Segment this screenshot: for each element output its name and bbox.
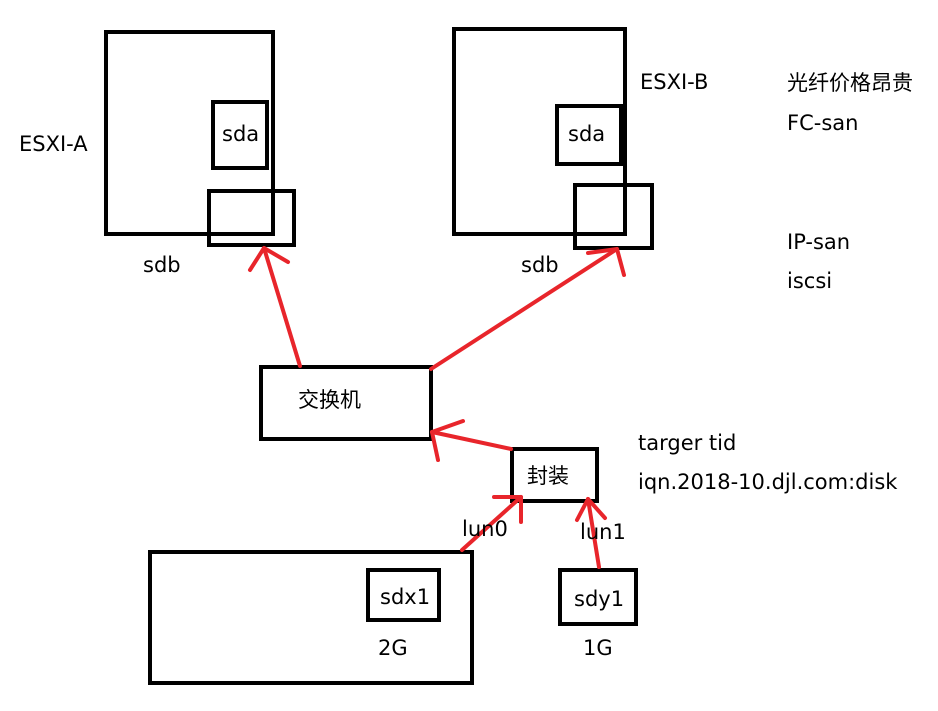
ip-note-line1: IP-san xyxy=(787,230,851,254)
sdx1-label: sdx1 xyxy=(380,585,431,609)
arrowhead-lun1 xyxy=(575,497,607,522)
arrow-lun0 xyxy=(460,495,523,552)
lun1-label: lun1 xyxy=(580,520,626,544)
arrowhead-lun0 xyxy=(492,495,523,524)
sdx1-box xyxy=(366,568,441,622)
esxi-b-host-box xyxy=(452,27,627,236)
esxi-b-sdb-label: sdb xyxy=(521,253,559,277)
switch-box xyxy=(259,365,433,441)
esxi-b-sdb-box xyxy=(573,183,654,250)
esxi-a-sda-box xyxy=(211,100,269,170)
esxi-a-sda-label: sda xyxy=(222,122,260,146)
disk1-box xyxy=(148,550,474,685)
switch-label: 交换机 xyxy=(298,388,361,412)
arrow-encap-to-switch xyxy=(430,430,513,451)
arrowhead-esxi-b xyxy=(586,247,626,277)
encapsulation-box xyxy=(510,447,599,503)
disk2-size-label: 1G xyxy=(583,636,613,660)
lun0-label: lun0 xyxy=(462,517,508,541)
esxi-a-sdb-label: sdb xyxy=(143,253,181,277)
esxi-b-sda-box xyxy=(555,104,623,166)
esxi-b-sda-label: sda xyxy=(568,122,606,146)
sdy1-box xyxy=(558,568,638,626)
arrow-lun1 xyxy=(586,497,601,569)
esxi-a-sdb-box xyxy=(207,189,296,247)
arrowhead-esxi-a xyxy=(248,246,290,272)
esxi-a-host-box xyxy=(104,30,275,236)
sdy1-label: sdy1 xyxy=(574,587,625,611)
arrow-switch-to-esxi-b xyxy=(429,247,619,371)
fc-note-line1: 光纤价格昂贵 xyxy=(787,71,913,95)
target-line2: iqn.2018-10.djl.com:disk xyxy=(638,470,898,494)
encapsulation-label: 封装 xyxy=(527,464,569,488)
arrowhead-switch xyxy=(430,419,465,462)
esxi-b-label: ESXI-B xyxy=(640,70,709,94)
ip-note-line2: iscsi xyxy=(787,269,833,293)
disk1-size-label: 2G xyxy=(378,636,408,660)
fc-note-line2: FC-san xyxy=(787,111,859,135)
arrow-switch-to-esxi-a xyxy=(262,246,302,368)
target-line1: targer tid xyxy=(638,431,737,455)
esxi-a-label: ESXI-A xyxy=(19,132,88,156)
